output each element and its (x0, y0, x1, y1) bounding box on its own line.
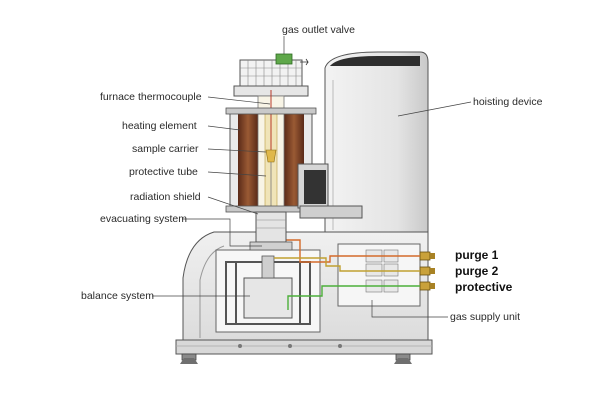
gas-supply-panel (337, 243, 421, 307)
label-heating-element: heating element (122, 120, 197, 132)
label-evacuating-system: evacuating system (100, 213, 187, 225)
furnace-arm (297, 163, 363, 219)
balance-system-housing (215, 249, 321, 333)
label-hoisting-device: hoisting device (473, 96, 543, 108)
furnace-assembly (225, 53, 317, 251)
label-protective: protective (455, 280, 513, 294)
label-gas-supply-unit: gas supply unit (450, 311, 521, 323)
label-furnace-thermocouple: furnace thermocouple (100, 91, 202, 103)
label-purge-1: purge 1 (455, 248, 499, 262)
label-sample-carrier: sample carrier (132, 143, 199, 155)
leader-lines (152, 36, 472, 318)
purge-2-line (274, 257, 420, 272)
label-purge-2: purge 2 (455, 264, 499, 278)
purge-1-line (270, 239, 420, 263)
label-protective-tube: protective tube (129, 166, 198, 178)
label-radiation-shield: radiation shield (130, 191, 201, 203)
gas-connectors (419, 251, 435, 291)
label-balance-system: balance system (81, 290, 154, 302)
hoisting-device-tower (324, 51, 429, 233)
protective-line (287, 285, 420, 310)
label-gas-outlet-valve: gas outlet valve (282, 24, 355, 36)
